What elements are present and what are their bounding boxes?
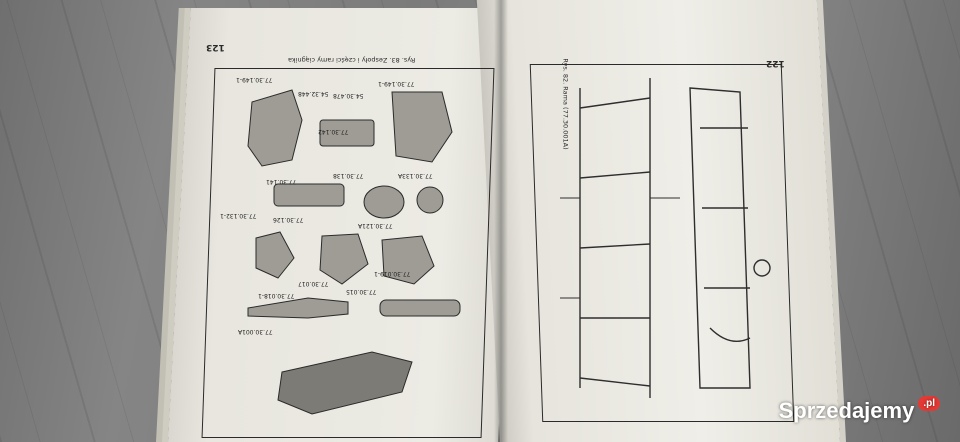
part-label: 54.30.478 <box>333 92 364 99</box>
parts-illustration <box>247 89 461 415</box>
watermark-logo: Sprzedajemy.pl <box>778 395 940 424</box>
part-label: 77.30.017 <box>298 280 329 287</box>
part-label: 77.30.018-1 <box>258 292 295 299</box>
frame-rail <box>579 78 651 398</box>
tube-part <box>379 299 461 317</box>
left-page-number: 123 <box>206 42 225 52</box>
open-book: 123 Rys. 83. Zespoły i części ramy ciągn… <box>148 0 848 442</box>
part-label: 77.30.132-1 <box>220 212 257 219</box>
part-label: 77.30.001A <box>238 328 273 335</box>
yoke-part-2 <box>319 233 369 285</box>
rod-part <box>247 297 349 319</box>
part-label: 77.30.141 <box>266 178 297 185</box>
part-label: 77.30.149-1 <box>378 80 415 87</box>
bracket-part <box>247 89 303 167</box>
part-label: 77.30.121A <box>358 222 393 229</box>
sleeve-part <box>416 186 444 214</box>
watermark-badge: .pl <box>918 395 940 411</box>
part-label: 54.32.448 <box>298 90 329 97</box>
part-label: 77.30.138 <box>333 172 364 179</box>
part-label: 77.30.149-1 <box>236 76 273 83</box>
part-label: 77.30.126 <box>273 216 304 223</box>
yoke-part-3 <box>381 235 435 285</box>
bushing-part <box>363 185 405 219</box>
watermark-text: Sprzedajemy <box>778 398 915 423</box>
part-label: 77.30.133A <box>398 172 433 179</box>
yoke-part-1 <box>255 231 295 279</box>
saddle-part <box>319 119 375 147</box>
book-gutter <box>494 0 508 442</box>
bar-part <box>273 183 345 207</box>
part-label: 77.30.019-1 <box>374 270 411 277</box>
frame-side-view <box>689 87 751 389</box>
part-label: 77.30.015 <box>346 288 377 295</box>
chassis-frame-drawing <box>560 78 771 398</box>
mount-part <box>391 91 453 163</box>
part-label: 77.30.142 <box>318 128 349 135</box>
left-page-caption: Rys. 83. Zespoły i części ramy ciągnika <box>288 56 416 64</box>
frame-crossmember <box>579 97 651 387</box>
frame-assembly-sketch <box>277 351 413 415</box>
